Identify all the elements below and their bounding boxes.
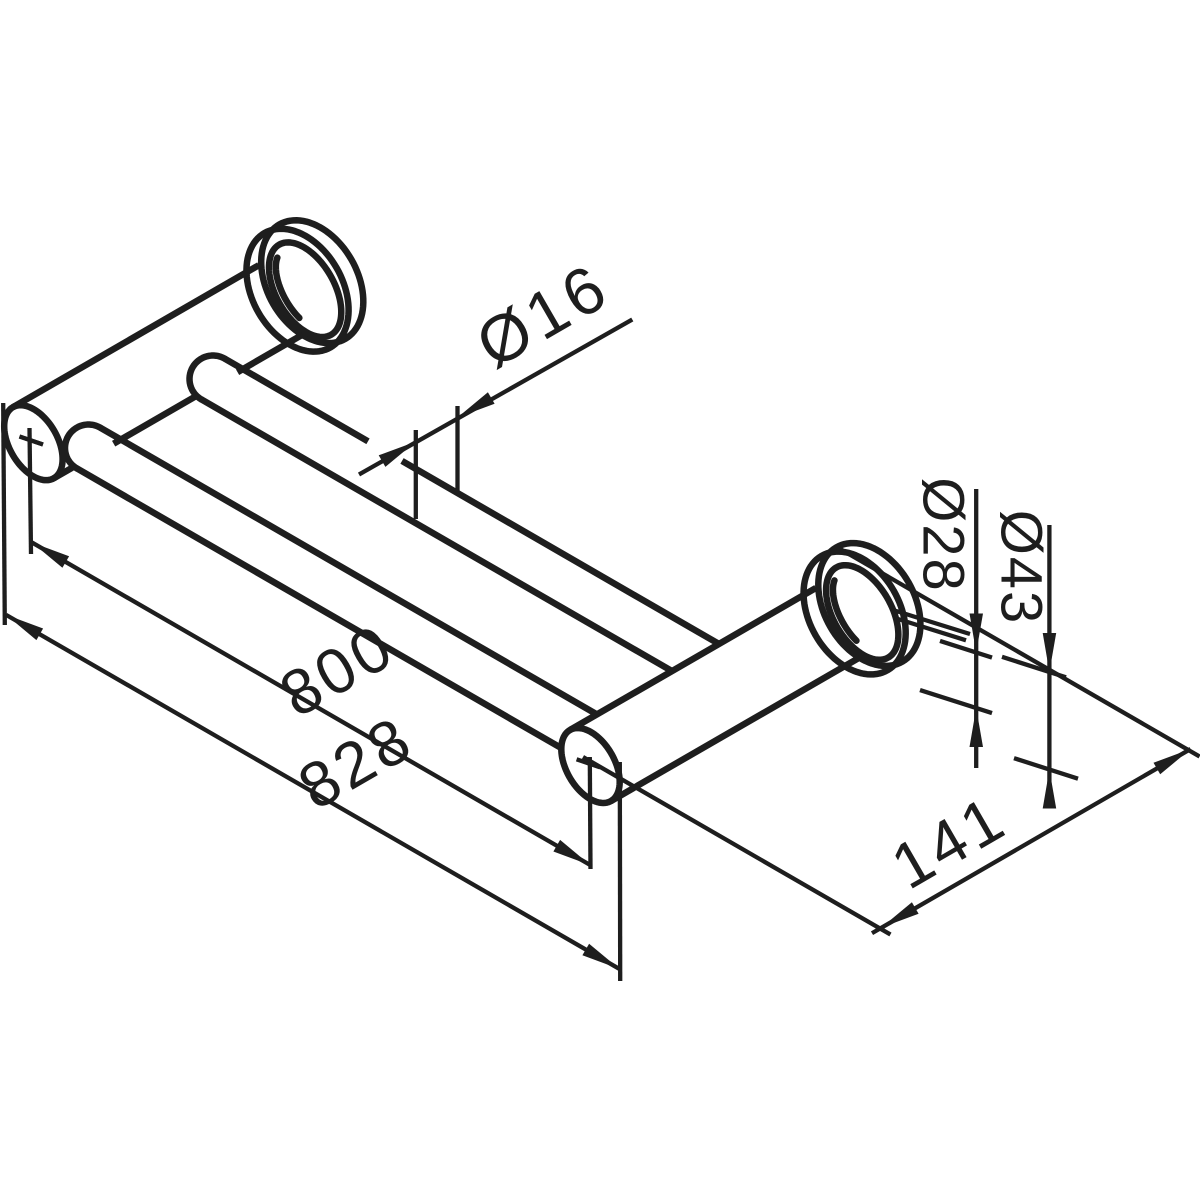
svg-text:Ø28: Ø28 <box>911 477 976 593</box>
svg-text:Ø43: Ø43 <box>989 510 1054 626</box>
